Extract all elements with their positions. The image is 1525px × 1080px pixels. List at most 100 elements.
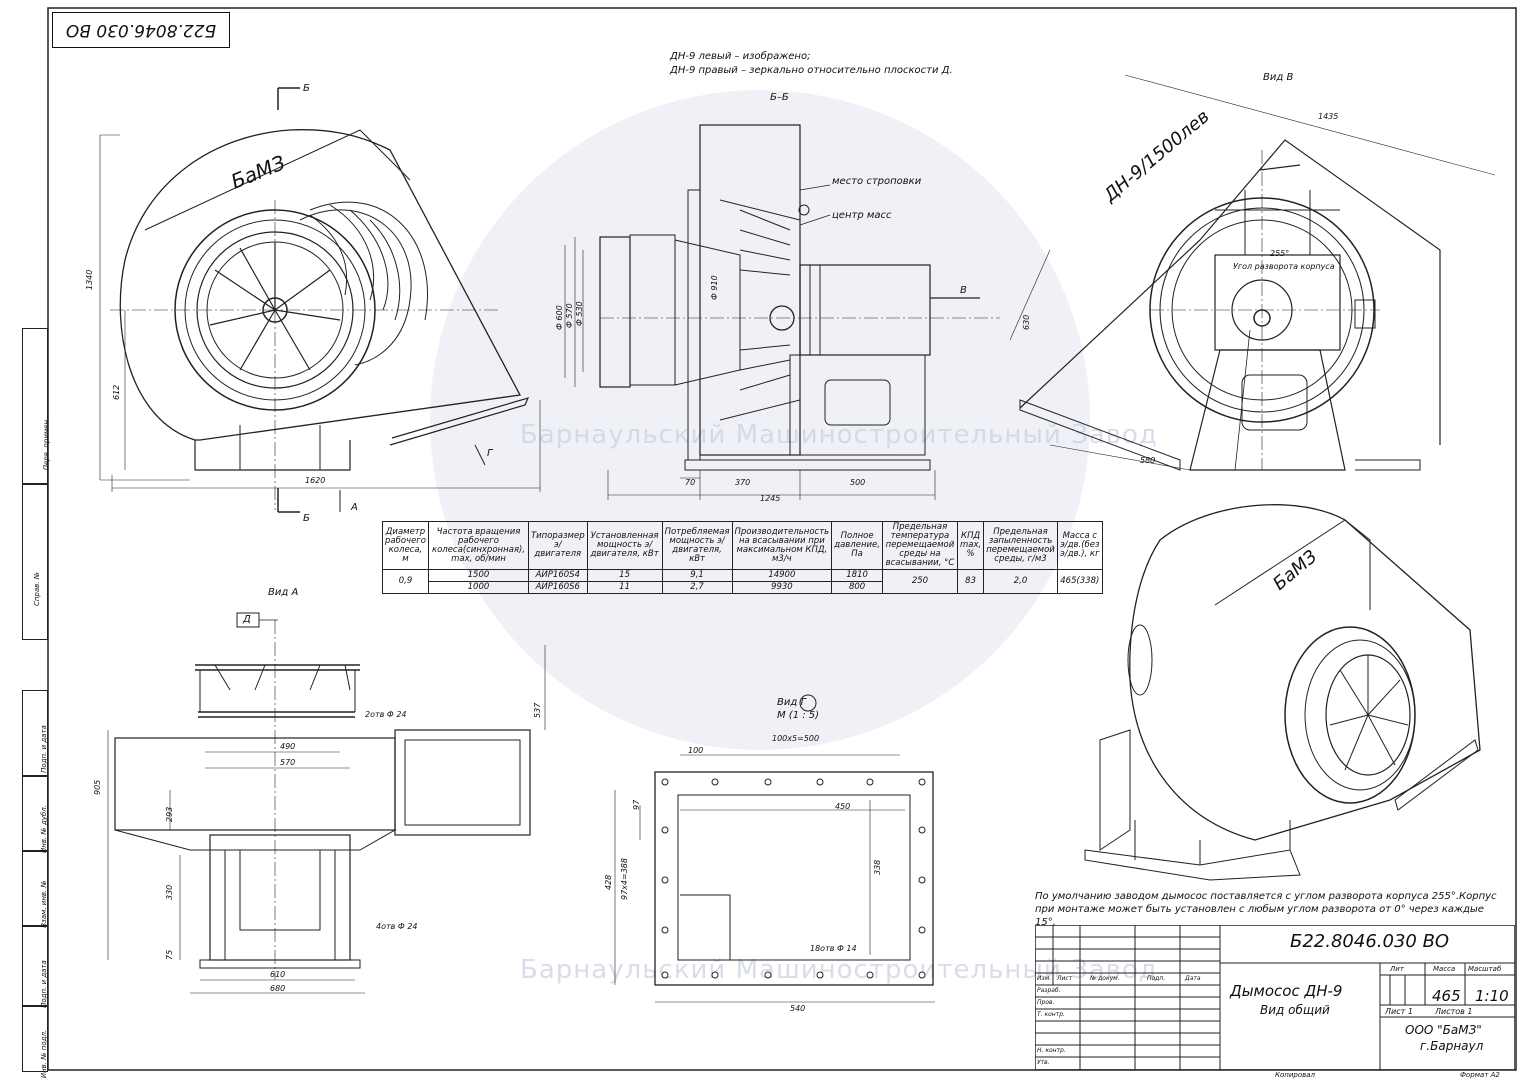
cell-pressure-1: 1810 — [831, 569, 883, 582]
col-izm: Изм. — [1037, 975, 1052, 982]
col-masshtab: Масштаб — [1468, 965, 1502, 973]
dim-612: 612 — [112, 384, 121, 400]
view-g-scale: М (1 : 5) — [777, 710, 820, 721]
letter-v: В — [960, 285, 967, 296]
role-check: Пров. — [1037, 999, 1055, 1006]
th-consumed-power: Потребляемая мощность э/двигателя, кВт — [661, 521, 733, 570]
section-view — [564, 124, 1000, 500]
dim-d600: Ф 600 — [555, 305, 564, 330]
title-code: Б22.8046.030 ВО — [1290, 931, 1450, 952]
cell-rpm-1: 1500 — [427, 569, 529, 582]
th-kpd: КПД max, % — [956, 521, 985, 570]
cell-kpd: 83 — [956, 569, 985, 594]
mass-value: 465 — [1432, 987, 1461, 1005]
th-installed-power: Установленная мощность э/двигателя, кВт — [586, 521, 663, 570]
title-subname: Вид общий — [1260, 1003, 1330, 1017]
view-a — [107, 612, 546, 994]
th-rpm: Частота вращения рабочего колеса(синхрон… — [427, 521, 529, 570]
dim-370: 370 — [735, 478, 751, 487]
copied-label: Копировал — [1275, 1071, 1315, 1079]
cell-inst-power-1: 15 — [586, 569, 663, 582]
angle-value: 255° — [1270, 249, 1290, 258]
dim-d570: Ф 570 — [565, 303, 574, 328]
cell-motor-1: АИР160S4 — [527, 569, 588, 582]
view-g-label: Вид Г — [777, 697, 807, 708]
isometric-view — [1084, 504, 1481, 881]
holes-2x24: 2отв Ф 24 — [365, 710, 407, 719]
th-temperature: Предельная температура перемещаемой сред… — [881, 521, 958, 570]
cell-inst-power-2: 11 — [586, 581, 663, 594]
dim-d530: Ф 530 — [575, 301, 584, 326]
sidebar-cell-5 — [22, 850, 48, 927]
holes-18x14: 18отв Ф 14 — [810, 944, 857, 953]
sidebar-cell-1 — [22, 328, 48, 485]
title-block: Б22.8046.030 ВО Дымосос ДН-9 Вид общий Л… — [1035, 925, 1515, 1070]
dim-570-a: 570 — [280, 758, 296, 767]
dim-490: 490 — [280, 742, 296, 751]
role-ncontrol: Н. контр. — [1037, 1047, 1066, 1054]
view-a-label: Вид А — [268, 587, 299, 598]
dim-1340: 1340 — [85, 269, 94, 290]
dim-338: 338 — [873, 859, 882, 875]
col-lit: Лит — [1390, 965, 1404, 973]
section-label: Б–Б — [770, 92, 789, 103]
dim-1435: 1435 — [1318, 112, 1339, 121]
org: ООО "БаМЗ" — [1405, 1023, 1482, 1037]
turn-angle-label: Угол разворота корпуса — [1233, 262, 1335, 271]
note-line-1: ДН-9 левый – изображено; — [670, 51, 811, 62]
dim-580: 580 — [1140, 456, 1156, 465]
letter-g: Г — [487, 448, 493, 459]
cell-capacity-2: 9930 — [731, 581, 833, 594]
format-label: Формат А2 — [1460, 1071, 1500, 1079]
cell-capacity-1: 14900 — [731, 569, 833, 582]
front-view — [99, 87, 541, 513]
dim-500: 500 — [850, 478, 866, 487]
note-line-2: ДН-9 правый – зеркально относительно пло… — [670, 65, 953, 76]
dim-100x5: 100х5=500 — [772, 734, 820, 743]
dim-70: 70 — [685, 478, 696, 487]
holes-4x24: 4отв Ф 24 — [376, 922, 418, 931]
view-g-holes — [661, 778, 926, 979]
default-orientation-note: По умолчанию заводом дымосос поставляетс… — [1035, 891, 1497, 928]
dim-450: 450 — [835, 802, 851, 811]
dim-540: 540 — [790, 1004, 806, 1013]
view-b-label: Вид В — [1263, 72, 1294, 83]
cell-mass: 465(338) — [1056, 569, 1103, 594]
col-list: Лист — [1057, 975, 1073, 982]
role-tcontrol: Т. контр. — [1037, 1011, 1065, 1018]
sidebar-cell-4 — [22, 775, 48, 852]
col-sign: Подп. — [1147, 975, 1166, 982]
view-g — [614, 754, 935, 1003]
letter-b-top: Б — [303, 83, 310, 94]
dim-97: 97 — [632, 799, 641, 810]
dim-630: 630 — [1022, 314, 1031, 330]
dim-293: 293 — [165, 806, 174, 822]
cell-cons-power-1: 9,1 — [661, 569, 733, 582]
letter-d: Д — [243, 614, 251, 625]
letter-a: А — [351, 502, 358, 513]
dim-1245: 1245 — [760, 494, 781, 503]
dim-d910: Ф 910 — [710, 275, 719, 300]
cell-temperature: 250 — [881, 569, 958, 594]
scale-value: 1:10 — [1475, 987, 1509, 1005]
cell-rpm-2: 1000 — [427, 581, 529, 594]
th-dust: Предельная запыленность перемещаемой сре… — [983, 521, 1058, 570]
cell-pressure-2: 800 — [831, 581, 883, 594]
dim-75: 75 — [165, 949, 174, 960]
dim-537: 537 — [533, 702, 542, 718]
dim-428: 428 — [604, 874, 613, 890]
sheets: Листов 1 — [1435, 1007, 1473, 1016]
dim-905: 905 — [93, 779, 102, 795]
title-name: Дымосос ДН-9 — [1230, 982, 1343, 1000]
th-capacity: Производительность на всасывании при мак… — [731, 521, 833, 570]
th-pressure: Полное давление, Па — [831, 521, 883, 570]
lifting-label: место строповки — [832, 176, 922, 187]
dim-100: 100 — [688, 746, 704, 755]
dim-1620: 1620 — [305, 476, 326, 485]
role-approve: Утв. — [1037, 1059, 1050, 1066]
city: г.Барнаул — [1420, 1039, 1484, 1053]
th-mass: Масса с э/дв.(без э/дв.), кг — [1056, 521, 1103, 570]
col-massa: Масса — [1433, 965, 1456, 973]
cell-motor-2: АИР160S6 — [527, 581, 588, 594]
